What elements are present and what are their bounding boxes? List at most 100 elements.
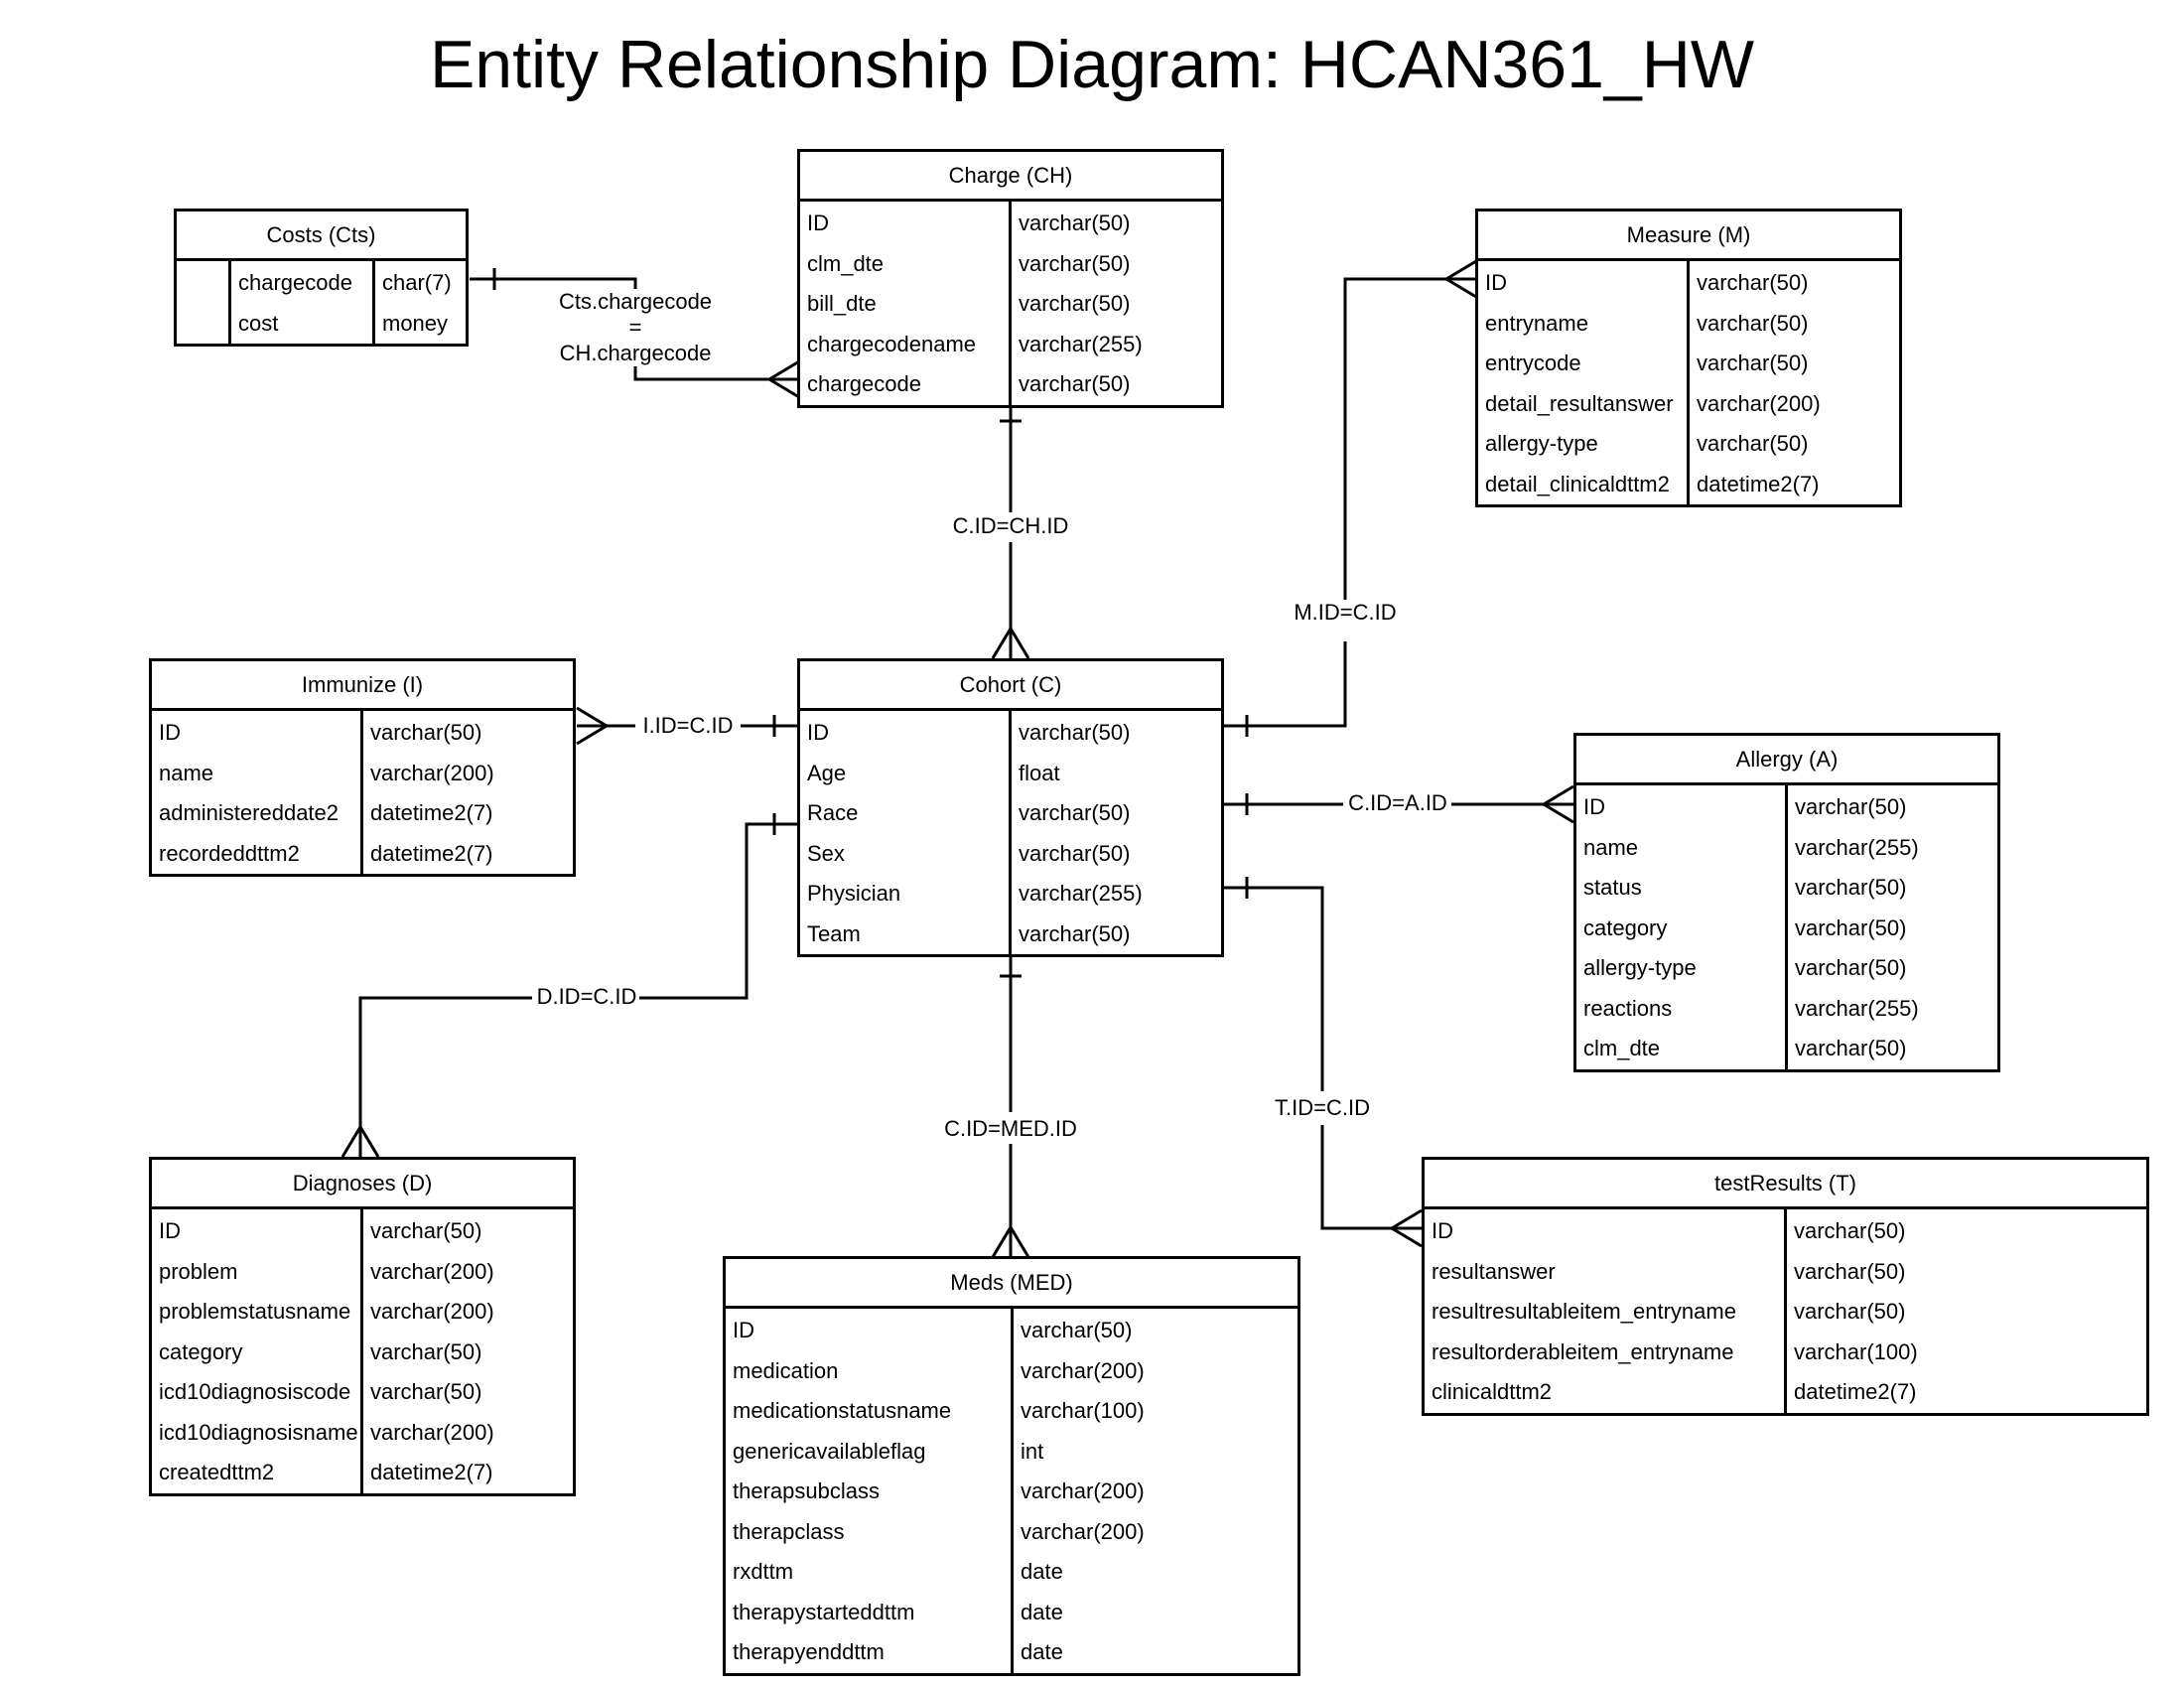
column-name: therapclass bbox=[733, 1518, 845, 1544]
column-type: date bbox=[1021, 1599, 1063, 1624]
column-type: varchar(50) bbox=[1794, 1258, 1906, 1284]
column-name: ID bbox=[733, 1318, 754, 1342]
table-row: ID varchar(50) bbox=[1478, 263, 1899, 304]
relationship-label-line: C.ID=MED.ID bbox=[944, 1116, 1077, 1141]
column-divider bbox=[1785, 782, 1788, 1069]
relationship-label-m-c: M.ID=C.ID bbox=[1294, 600, 1397, 626]
relationship-label-line: C.ID=CH.ID bbox=[952, 513, 1069, 538]
column-type: varchar(200) bbox=[1021, 1357, 1145, 1383]
many-mark bbox=[766, 359, 800, 399]
column-type: varchar(255) bbox=[1019, 881, 1143, 906]
column-name: clinicaldttm2 bbox=[1432, 1379, 1553, 1404]
column-divider bbox=[372, 258, 375, 344]
column-type: varchar(200) bbox=[370, 760, 494, 785]
column-name: medicationstatusname bbox=[733, 1398, 952, 1423]
relationship-label-c-a: C.ID=A.ID bbox=[1348, 790, 1447, 816]
table-row: medicationstatusname varchar(100) bbox=[726, 1391, 1297, 1432]
column-divider bbox=[360, 1206, 363, 1493]
column-type: varchar(50) bbox=[1795, 875, 1907, 900]
column-divider bbox=[360, 708, 363, 874]
table-row: Team varchar(50) bbox=[800, 914, 1221, 955]
column-type: varchar(200) bbox=[1697, 390, 1821, 416]
column-type: varchar(200) bbox=[370, 1258, 494, 1284]
table-title: Diagnoses (D) bbox=[152, 1160, 573, 1209]
column-name: resultresultableitem_entryname bbox=[1432, 1299, 1736, 1324]
relationship-label-line: C.ID=A.ID bbox=[1348, 790, 1447, 815]
column-name: clm_dte bbox=[1583, 1036, 1661, 1060]
column-name: ID bbox=[807, 211, 829, 235]
column-type: varchar(50) bbox=[1795, 914, 1907, 940]
column-name: problemstatusname bbox=[159, 1299, 351, 1324]
column-type: varchar(50) bbox=[1697, 270, 1809, 295]
column-name: category bbox=[1583, 914, 1668, 940]
column-name: therapyenddttm bbox=[733, 1639, 885, 1664]
column-name: allergy-type bbox=[1583, 955, 1697, 980]
relationship-label-line: D.ID=C.ID bbox=[536, 984, 637, 1009]
column-name: resultorderableitem_entryname bbox=[1432, 1338, 1734, 1364]
connector-m-c bbox=[1224, 277, 1476, 728]
column-divider bbox=[1011, 1306, 1014, 1673]
column-type: varchar(50) bbox=[1697, 431, 1809, 456]
column-name: icd10diagnosiscode bbox=[159, 1379, 351, 1404]
key-column-divider bbox=[228, 258, 231, 344]
column-type: varchar(50) bbox=[1795, 1036, 1907, 1060]
column-type: varchar(50) bbox=[370, 720, 482, 745]
column-type: varchar(50) bbox=[1019, 920, 1131, 946]
column-name: clm_dte bbox=[807, 250, 885, 276]
column-name: ID bbox=[807, 720, 829, 745]
relationship-label-line: Cts.chargecode bbox=[558, 289, 713, 314]
column-name: resultanswer bbox=[1432, 1258, 1556, 1284]
column-divider bbox=[1784, 1206, 1787, 1413]
column-name: therapsubclass bbox=[733, 1478, 880, 1503]
column-name: cost bbox=[238, 310, 279, 336]
relationship-label-line: CH.chargecode bbox=[559, 341, 712, 365]
column-name: ID bbox=[1485, 270, 1507, 295]
column-name: genericavailableflag bbox=[733, 1438, 926, 1464]
column-name: Physician bbox=[807, 881, 901, 906]
column-type: varchar(255) bbox=[1019, 331, 1143, 356]
many-mark bbox=[991, 1224, 1030, 1258]
column-type: varchar(50) bbox=[1019, 250, 1131, 276]
column-type: varchar(50) bbox=[1019, 840, 1131, 866]
table-row: category varchar(50) bbox=[1576, 909, 1997, 949]
column-type: varchar(50) bbox=[370, 1338, 482, 1364]
column-name: ID bbox=[1583, 794, 1605, 819]
column-name: entryname bbox=[1485, 310, 1588, 336]
table-row: clm_dte varchar(50) bbox=[1576, 1029, 1997, 1069]
relationship-label-line: = bbox=[628, 315, 642, 340]
column-type: varchar(100) bbox=[1021, 1398, 1145, 1423]
column-name: name bbox=[159, 760, 214, 785]
many-mark bbox=[576, 706, 610, 746]
many-mark bbox=[1443, 259, 1477, 299]
column-type: varchar(50) bbox=[370, 1379, 482, 1404]
column-type: varchar(200) bbox=[1021, 1478, 1145, 1503]
column-type: varchar(255) bbox=[1795, 995, 1919, 1021]
column-name: Team bbox=[807, 920, 861, 946]
column-type: varchar(50) bbox=[1795, 955, 1907, 980]
relationship-label-c-ch: C.ID=CH.ID bbox=[952, 513, 1069, 539]
column-name: rxdttm bbox=[733, 1559, 794, 1584]
column-name: category bbox=[159, 1338, 243, 1364]
table-title: Immunize (I) bbox=[152, 661, 573, 711]
